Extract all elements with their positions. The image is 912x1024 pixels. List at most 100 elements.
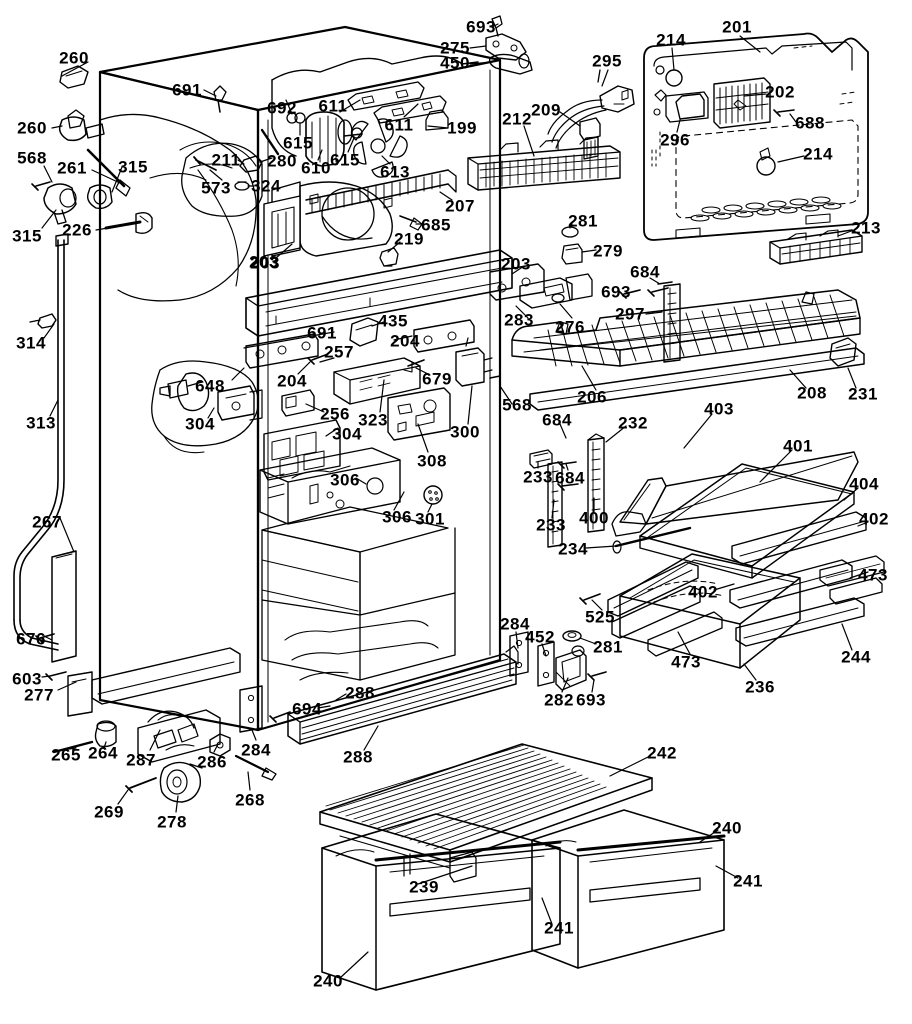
part-callout-314[interactable]: 314 <box>16 333 46 353</box>
part-callout-201[interactable]: 201 <box>722 17 752 37</box>
part-callout-233[interactable]: 233 <box>536 515 566 535</box>
part-callout-231[interactable]: 231 <box>848 384 878 404</box>
part-callout-257[interactable]: 257 <box>324 342 354 362</box>
part-callout-306[interactable]: 306 <box>330 470 360 490</box>
part-callout-301[interactable]: 301 <box>415 509 445 529</box>
part-callout-233[interactable]: 233 <box>523 467 553 487</box>
part-callout-275[interactable]: 275 <box>440 38 470 58</box>
part-callout-313[interactable]: 313 <box>26 413 56 433</box>
part-callout-679[interactable]: 679 <box>422 369 452 389</box>
part-callout-213[interactable]: 213 <box>851 218 881 238</box>
part-callout-435[interactable]: 435 <box>378 311 408 331</box>
part-callout-568[interactable]: 568 <box>17 148 47 168</box>
part-callout-244[interactable]: 244 <box>841 647 871 667</box>
part-callout-261[interactable]: 261 <box>57 158 87 178</box>
part-callout-400[interactable]: 400 <box>579 508 609 528</box>
part-callout-603[interactable]: 603 <box>12 669 42 689</box>
part-callout-241[interactable]: 241 <box>733 871 763 891</box>
part-callout-260[interactable]: 260 <box>59 48 89 68</box>
part-callout-203[interactable]: 203 <box>501 254 531 274</box>
part-callout-685[interactable]: 685 <box>421 215 451 235</box>
part-callout-288[interactable]: 288 <box>343 747 373 767</box>
part-callout-204[interactable]: 204 <box>390 331 420 351</box>
part-callout-324[interactable]: 324 <box>251 176 281 196</box>
part-callout-206[interactable]: 206 <box>577 387 607 407</box>
part-callout-693[interactable]: 693 <box>601 282 631 302</box>
part-callout-281[interactable]: 281 <box>593 637 623 657</box>
part-callout-525[interactable]: 525 <box>585 607 615 627</box>
part-callout-615[interactable]: 615 <box>330 150 360 170</box>
part-callout-277[interactable]: 277 <box>24 685 54 705</box>
part-callout-452[interactable]: 452 <box>525 627 555 647</box>
part-callout-611[interactable]: 611 <box>384 115 414 135</box>
part-callout-450[interactable]: 450 <box>440 53 470 73</box>
part-callout-279[interactable]: 279 <box>593 241 623 261</box>
part-callout-306[interactable]: 306 <box>382 507 412 527</box>
part-callout-323[interactable]: 323 <box>358 410 388 430</box>
part-callout-648[interactable]: 648 <box>195 376 225 396</box>
part-callout-693[interactable]: 693 <box>466 17 496 37</box>
part-callout-691[interactable]: 691 <box>307 323 337 343</box>
part-callout-214[interactable]: 214 <box>656 30 686 50</box>
part-callout-256[interactable]: 256 <box>320 404 350 424</box>
part-callout-610[interactable]: 610 <box>301 158 331 178</box>
part-callout-401[interactable]: 401 <box>783 436 813 456</box>
part-callout-234[interactable]: 234 <box>558 539 588 559</box>
part-callout-241[interactable]: 241 <box>544 918 574 938</box>
part-callout-283[interactable]: 283 <box>504 310 534 330</box>
part-callout-204[interactable]: 204 <box>277 371 307 391</box>
part-callout-295[interactable]: 295 <box>592 51 622 71</box>
part-callout-473[interactable]: 473 <box>671 652 701 672</box>
part-callout-684[interactable]: 684 <box>542 410 572 430</box>
part-callout-692[interactable]: 692 <box>267 98 297 118</box>
part-callout-611[interactable]: 611 <box>318 96 348 116</box>
part-callout-260[interactable]: 260 <box>17 118 47 138</box>
part-callout-282[interactable]: 282 <box>544 690 574 710</box>
part-callout-202[interactable]: 202 <box>765 82 795 102</box>
part-callout-694[interactable]: 694 <box>292 699 322 719</box>
part-callout-209[interactable]: 209 <box>531 100 561 120</box>
part-callout-214[interactable]: 214 <box>803 144 833 164</box>
part-callout-304[interactable]: 304 <box>332 424 362 444</box>
part-callout-568[interactable]: 568 <box>502 395 532 415</box>
part-callout-287[interactable]: 287 <box>126 750 156 770</box>
part-callout-691[interactable]: 691 <box>172 80 202 100</box>
part-callout-268[interactable]: 268 <box>235 790 265 810</box>
part-callout-613[interactable]: 613 <box>380 162 410 182</box>
part-callout-615[interactable]: 615 <box>283 133 313 153</box>
part-callout-693[interactable]: 693 <box>576 690 606 710</box>
part-callout-276[interactable]: 276 <box>555 317 585 337</box>
part-callout-226[interactable]: 226 <box>62 220 92 240</box>
part-callout-207[interactable]: 207 <box>445 196 475 216</box>
part-callout-284[interactable]: 284 <box>500 614 530 634</box>
part-callout-219[interactable]: 219 <box>394 229 424 249</box>
part-callout-284[interactable]: 284 <box>241 740 271 760</box>
part-callout-267[interactable]: 267 <box>32 512 62 532</box>
part-callout-208[interactable]: 208 <box>797 383 827 403</box>
part-callout-315[interactable]: 315 <box>118 157 148 177</box>
part-callout-264[interactable]: 264 <box>88 743 118 763</box>
part-callout-403[interactable]: 403 <box>704 399 734 419</box>
part-callout-269[interactable]: 269 <box>94 802 124 822</box>
part-callout-232[interactable]: 232 <box>618 413 648 433</box>
part-callout-211[interactable]: 211 <box>211 150 241 170</box>
part-callout-304[interactable]: 304 <box>185 414 215 434</box>
part-callout-402[interactable]: 402 <box>859 509 889 529</box>
part-callout-308[interactable]: 308 <box>417 451 447 471</box>
part-callout-315[interactable]: 315 <box>12 226 42 246</box>
part-callout-199[interactable]: 199 <box>447 118 477 138</box>
part-callout-297[interactable]: 297 <box>615 304 645 324</box>
part-callout-688[interactable]: 688 <box>795 113 825 133</box>
part-callout-473[interactable]: 473 <box>858 565 888 585</box>
part-callout-296[interactable]: 296 <box>660 130 690 150</box>
part-callout-684[interactable]: 684 <box>555 468 585 488</box>
part-callout-239[interactable]: 239 <box>409 877 439 897</box>
part-callout-203[interactable]: 203 <box>249 252 279 272</box>
part-callout-676[interactable]: 676 <box>16 629 46 649</box>
part-callout-240[interactable]: 240 <box>712 818 742 838</box>
part-callout-402[interactable]: 402 <box>688 582 718 602</box>
part-callout-281[interactable]: 281 <box>568 211 598 231</box>
part-callout-212[interactable]: 212 <box>502 109 532 129</box>
part-callout-573[interactable]: 573 <box>201 178 231 198</box>
part-callout-280[interactable]: 280 <box>267 151 297 171</box>
